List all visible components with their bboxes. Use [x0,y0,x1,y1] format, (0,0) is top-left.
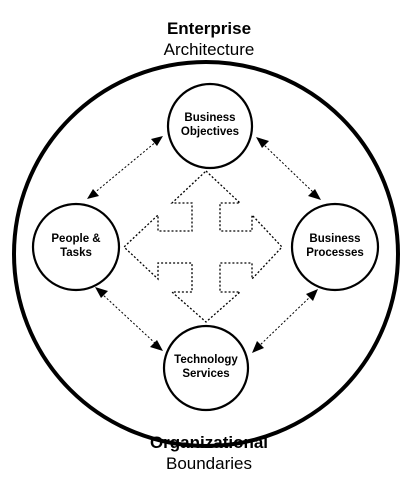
central-four-way-arrow [123,170,283,323]
node-line-2: Processes [306,247,364,260]
outer-boundary-circle [12,60,400,448]
node-label-technology-services: Technology Services [161,353,251,382]
node-label-business-objectives: Business Objectives [165,111,255,140]
node-circle-business-objectives [166,82,254,170]
node-label-people-tasks: People & Tasks [31,232,121,261]
node-line-2: Services [182,368,230,381]
footer-title: Organizational [149,433,269,452]
footer-subtitle: Boundaries [165,454,252,473]
node-line-1: People & [51,233,101,245]
node-line-1: Business [309,233,361,245]
node-circle-technology-services [162,324,250,412]
node-line-1: Technology [174,354,238,366]
connector-left-bottom [95,287,163,351]
connector-top-right [256,137,321,200]
header-title: Enterprise [166,19,252,38]
node-line-2: Tasks [60,247,92,260]
connector-top-left [87,136,163,199]
header-subtitle: Architecture [163,40,255,59]
connector-bottom-right [252,289,318,353]
node-circle-people-tasks [31,202,121,292]
node-label-business-processes: Business Processes [290,232,380,261]
node-line-1: Business [184,112,236,124]
node-line-2: Objectives [180,126,240,139]
node-circle-business-processes [290,202,380,292]
